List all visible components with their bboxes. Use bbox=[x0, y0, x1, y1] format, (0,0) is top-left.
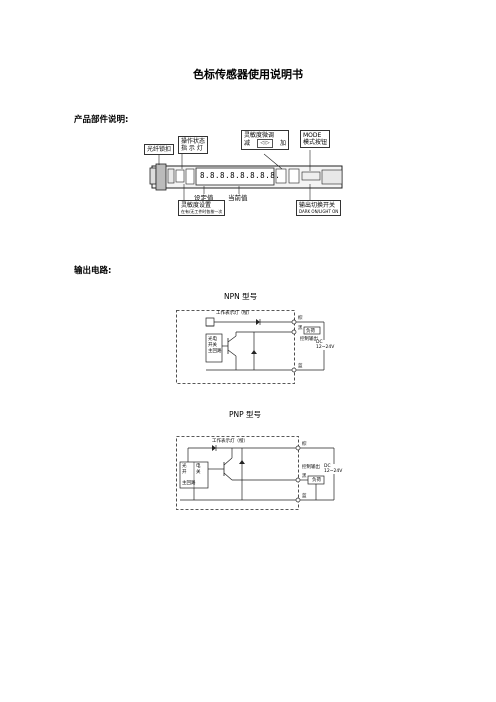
pnp-dc-label: DC 12~24V bbox=[324, 464, 343, 474]
pnp-wire-brown: 棕 bbox=[302, 442, 307, 447]
npn-control-output: 控制输出 bbox=[300, 337, 318, 342]
label-op-status: 操作状态 指 示 灯 bbox=[178, 136, 209, 154]
label-op-status-line1: 操作状态 bbox=[181, 138, 206, 145]
npn-circuit: 工作表示灯（橙） 光电 开关 主回路 棕 黑 蓝 负荷 控制输出 DC 12~2… bbox=[176, 310, 338, 384]
npn-dc-label: DC 12~24V bbox=[316, 340, 335, 350]
label-mode: MODE 模式按钮 bbox=[300, 130, 331, 148]
label-sens-fine-title: 灵敏度微调 bbox=[244, 132, 275, 139]
label-mode-line1: MODE bbox=[303, 132, 322, 139]
pnp-main-circuit-char4: 关 bbox=[196, 470, 201, 475]
parts-diagram: 8.8.8.8.8.8.8.8. 光纤锁扣 操作状态 指 示 灯 灵敏度微调 减… bbox=[144, 128, 354, 224]
npn-load-label: 负荷 bbox=[306, 329, 315, 334]
pnp-main-circuit-char3: 开 bbox=[182, 470, 187, 475]
pnp-load-label: 负荷 bbox=[312, 478, 321, 483]
document-title: 色标传感器使用说明书 bbox=[193, 68, 303, 81]
pnp-indicator-label: 工作表示灯（橙） bbox=[212, 439, 248, 444]
pnp-main-circuit-col2: 电 关 bbox=[196, 464, 206, 476]
label-set-value: 设定值 bbox=[194, 194, 214, 202]
npn-wire-black: 黑 bbox=[298, 326, 303, 331]
sensor-body-drawing bbox=[149, 150, 343, 202]
label-out-switch: 输出切换开关 DARK ON/LIGHT ON bbox=[296, 200, 342, 216]
pnp-circuit: 工作表示灯（橙） 光 开 电 关 主回路 棕 黑 蓝 负荷 控制输出 DC 12… bbox=[176, 436, 344, 510]
npn-circuit-drawing bbox=[176, 310, 328, 384]
section-heading-parts: 产品部件说明: bbox=[74, 115, 129, 125]
pnp-control-output: 控制输出 bbox=[302, 465, 320, 470]
label-sens-set-line2: 在有/无工件时各按一次 bbox=[181, 209, 223, 214]
label-sens-set: 灵敏度设置 在有/无工件时各按一次 bbox=[178, 200, 226, 216]
pnp-wire-blue: 蓝 bbox=[302, 494, 307, 499]
pnp-main-circuit-char1: 光 bbox=[182, 464, 187, 469]
npn-dc-line1: DC bbox=[316, 340, 323, 345]
npn-wire-blue: 蓝 bbox=[298, 364, 303, 369]
fine-minus-label: 减 bbox=[244, 140, 251, 147]
fine-arrows-icon: ◁ ▷ bbox=[257, 139, 273, 148]
pnp-wire-black: 黑 bbox=[302, 474, 307, 479]
label-fiber-clamp: 光纤锁扣 bbox=[144, 144, 175, 155]
section-heading-output: 输出电路: bbox=[74, 266, 112, 276]
npn-dc-line2: 12~24V bbox=[316, 345, 335, 350]
npn-main-circuit-line2: 开关 bbox=[208, 343, 217, 348]
label-sens-fine: 灵敏度微调 减 ◁ ▷ 加 bbox=[241, 130, 289, 150]
pnp-dc-line1: DC bbox=[324, 464, 331, 469]
npn-title: NPN 型号 bbox=[224, 292, 258, 301]
pnp-title: PNP 型号 bbox=[229, 410, 262, 419]
npn-wire-brown: 棕 bbox=[298, 316, 303, 321]
pnp-main-circuit-label: 主回路 bbox=[182, 481, 196, 486]
npn-indicator-label: 工作表示灯（橙） bbox=[216, 311, 252, 316]
label-current-value: 当前值 bbox=[228, 194, 248, 202]
segment-display: 8.8.8.8.8.8.8.8. bbox=[200, 171, 281, 180]
pnp-main-circuit-char2: 电 bbox=[196, 464, 201, 469]
label-out-switch-line2: DARK ON/LIGHT ON bbox=[299, 209, 339, 214]
label-op-status-line2: 指 示 灯 bbox=[181, 145, 203, 152]
label-out-switch-line1: 输出切换开关 bbox=[299, 202, 336, 209]
npn-main-circuit-label: 光电 开关 主回路 bbox=[208, 337, 222, 355]
label-sens-set-line1: 灵敏度设置 bbox=[181, 202, 212, 209]
pnp-main-circuit-col1: 光 开 bbox=[182, 464, 192, 476]
fine-adjust-row: 减 ◁ ▷ 加 bbox=[244, 139, 286, 148]
label-mode-line2: 模式按钮 bbox=[303, 139, 328, 146]
npn-main-circuit-line3: 主回路 bbox=[208, 349, 222, 354]
fine-plus-label: 加 bbox=[279, 140, 286, 147]
pnp-dc-line2: 12~24V bbox=[324, 469, 343, 474]
npn-main-circuit-line1: 光电 bbox=[208, 337, 217, 342]
